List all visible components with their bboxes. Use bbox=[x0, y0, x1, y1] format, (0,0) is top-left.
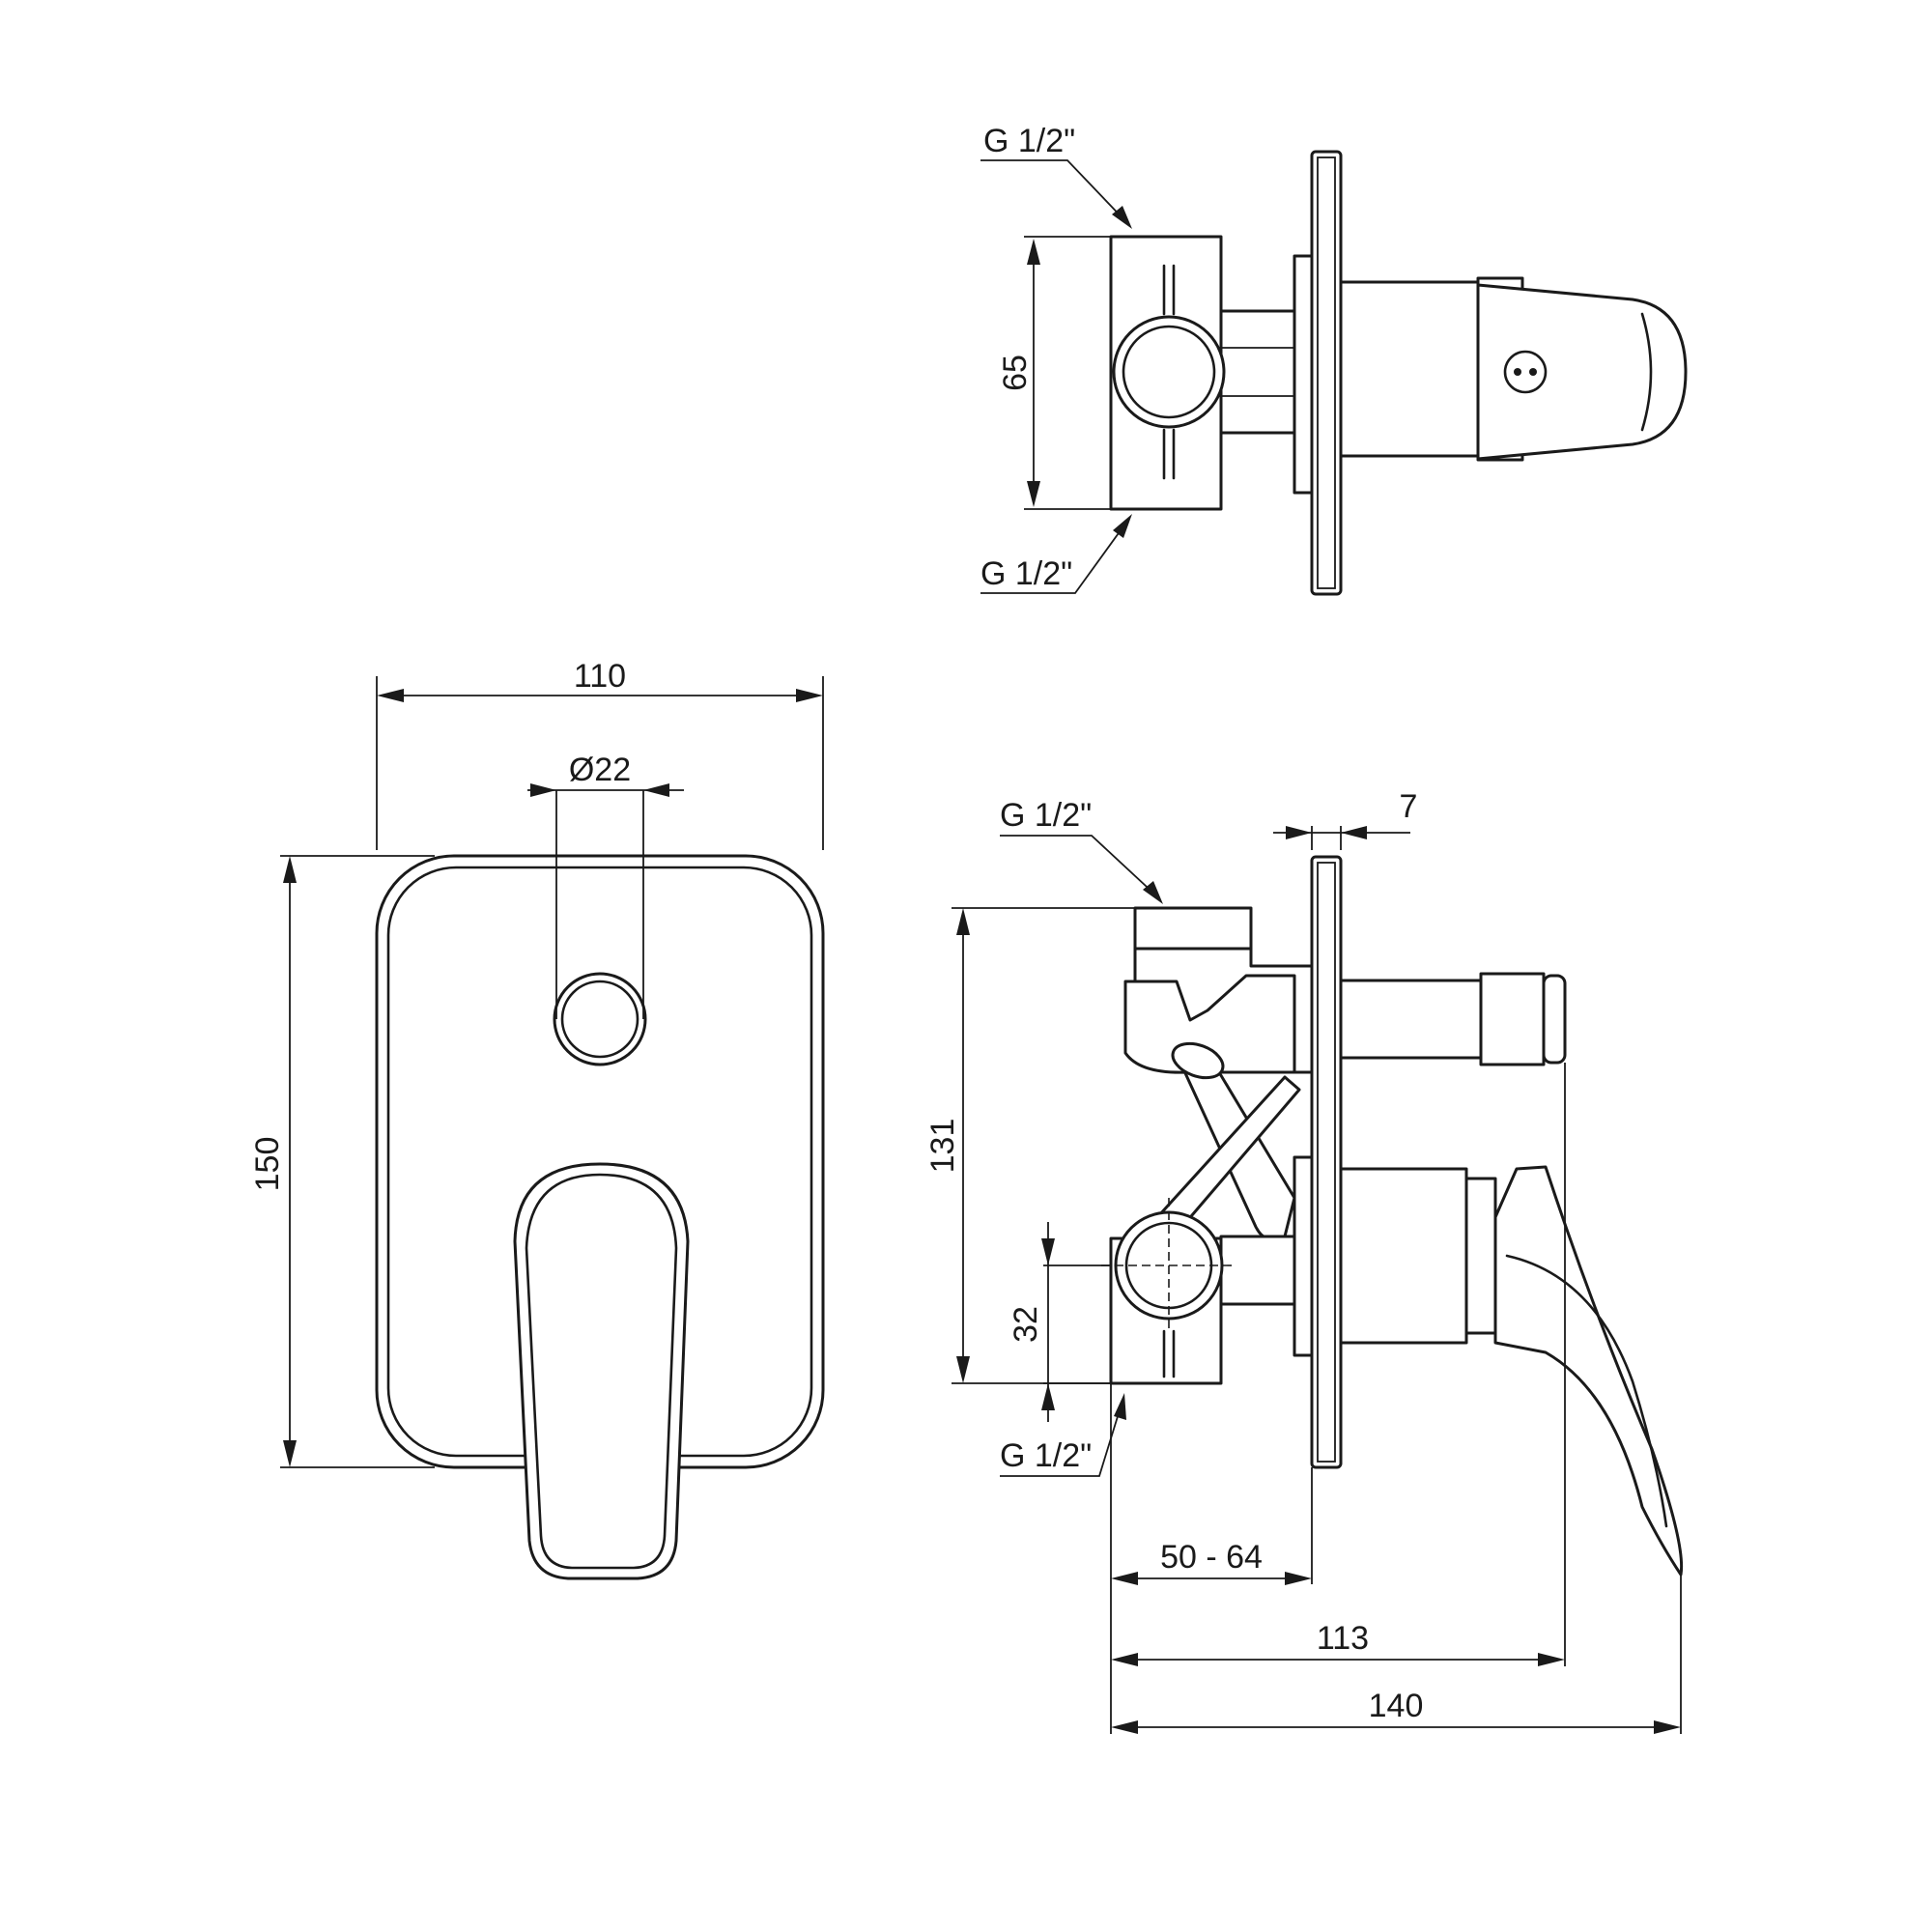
dim-65-label: 65 bbox=[997, 355, 1034, 391]
side-g-upper-label: G 1/2" bbox=[1000, 797, 1092, 834]
dim-d22-label: Ø22 bbox=[569, 752, 631, 788]
top-view: 65 G 1/2" G 1/2" bbox=[980, 123, 1688, 596]
dim-110-label: 110 bbox=[574, 658, 626, 695]
dim-7-label: 7 bbox=[1400, 788, 1418, 825]
dim-131-label: 131 bbox=[924, 1119, 961, 1174]
dim-140-label: 140 bbox=[1369, 1688, 1424, 1724]
dim-113-label: 113 bbox=[1317, 1620, 1369, 1657]
dim-150-label: 150 bbox=[249, 1137, 286, 1192]
dim-50-64-label: 50 - 64 bbox=[1160, 1539, 1263, 1576]
front-view: 110 Ø22 150 bbox=[249, 658, 825, 1580]
top-g-upper-label: G 1/2" bbox=[983, 123, 1075, 159]
top-g-lower-label: G 1/2" bbox=[980, 555, 1072, 592]
dim-32-label: 32 bbox=[1008, 1306, 1044, 1343]
side-g-lower-label: G 1/2" bbox=[1000, 1437, 1092, 1474]
side-view: 7 G 1/2" 131 32 G 1/2" 50 - 64 bbox=[924, 788, 1684, 1734]
